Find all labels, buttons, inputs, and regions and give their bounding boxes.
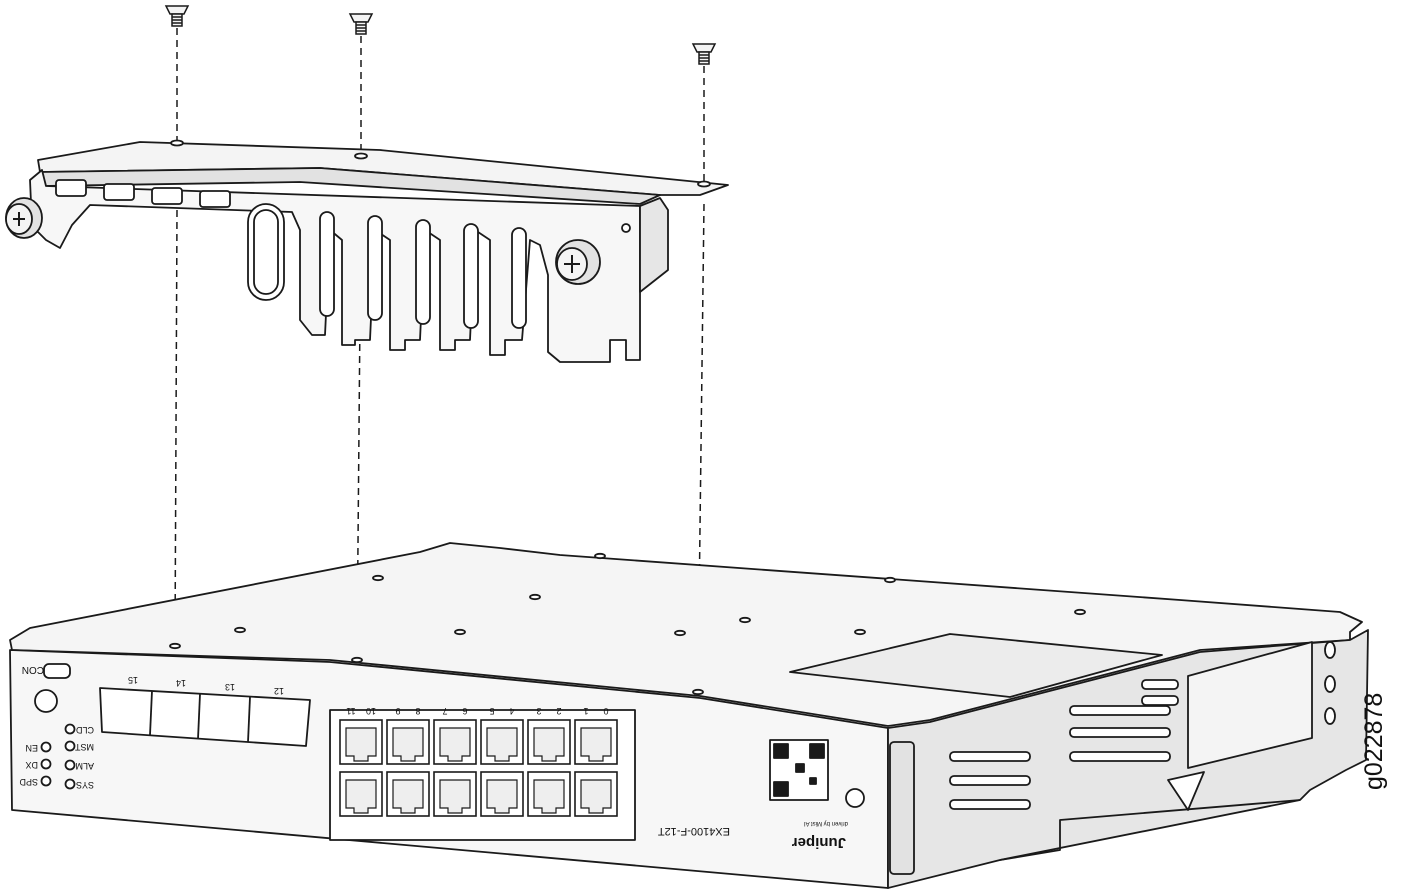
sfp-label-15: 15	[128, 675, 138, 685]
brand-tagline: driven by Mist AI	[804, 820, 848, 826]
screw-middle	[348, 13, 374, 35]
rj45-port-label: 5	[489, 706, 494, 716]
model-label: EX4100-F-12T	[658, 825, 730, 837]
rj45-port	[386, 771, 430, 817]
screw-right	[691, 43, 717, 65]
led-label-sys: SYS	[76, 780, 94, 790]
rj45-port-label: 11	[346, 706, 355, 716]
rj45-port-label: 9	[395, 706, 400, 716]
sfp-label-12: 12	[274, 686, 284, 696]
rj45-port-label: 4	[509, 706, 514, 716]
rj45-port-label: 1	[583, 706, 588, 716]
rj45-port	[433, 719, 477, 765]
rj45-port-label: 10	[366, 706, 376, 716]
cable-bracket	[5, 139, 729, 363]
rj45-port	[527, 771, 571, 817]
led-label-en: EN	[25, 743, 38, 753]
rj45-port-label: 8	[415, 706, 420, 716]
sfp-label-13: 13	[225, 682, 235, 692]
rj45-port	[527, 719, 571, 765]
led-label-dx: DX	[25, 760, 38, 770]
rj45-port	[339, 719, 383, 765]
rj45-port	[574, 771, 618, 817]
led-label-alm: ALM	[75, 761, 94, 771]
rj45-port	[480, 771, 524, 817]
figure-id: g022878	[1360, 692, 1388, 790]
rj45-port	[386, 719, 430, 765]
rj45-port-label: 7	[442, 706, 447, 716]
rj45-port-grid	[339, 719, 618, 817]
rj45-port	[339, 771, 383, 817]
rj45-port-label: 3	[536, 706, 541, 716]
rj45-port-label: 2	[556, 706, 561, 716]
rj45-port-label: 6	[462, 706, 467, 716]
led-label-cld: CLD	[75, 725, 94, 735]
console-label: CON	[22, 664, 44, 675]
rj45-port	[480, 719, 524, 765]
rj45-port	[574, 719, 618, 765]
rj45-port-label: 0	[603, 706, 608, 716]
led-label-mst: MST	[75, 742, 95, 752]
screw-left	[164, 5, 190, 27]
rj45-port	[433, 771, 477, 817]
led-label-spd: SPD	[19, 777, 38, 787]
sfp-label-14: 14	[176, 678, 186, 688]
brand-label: Juniper	[792, 834, 846, 851]
